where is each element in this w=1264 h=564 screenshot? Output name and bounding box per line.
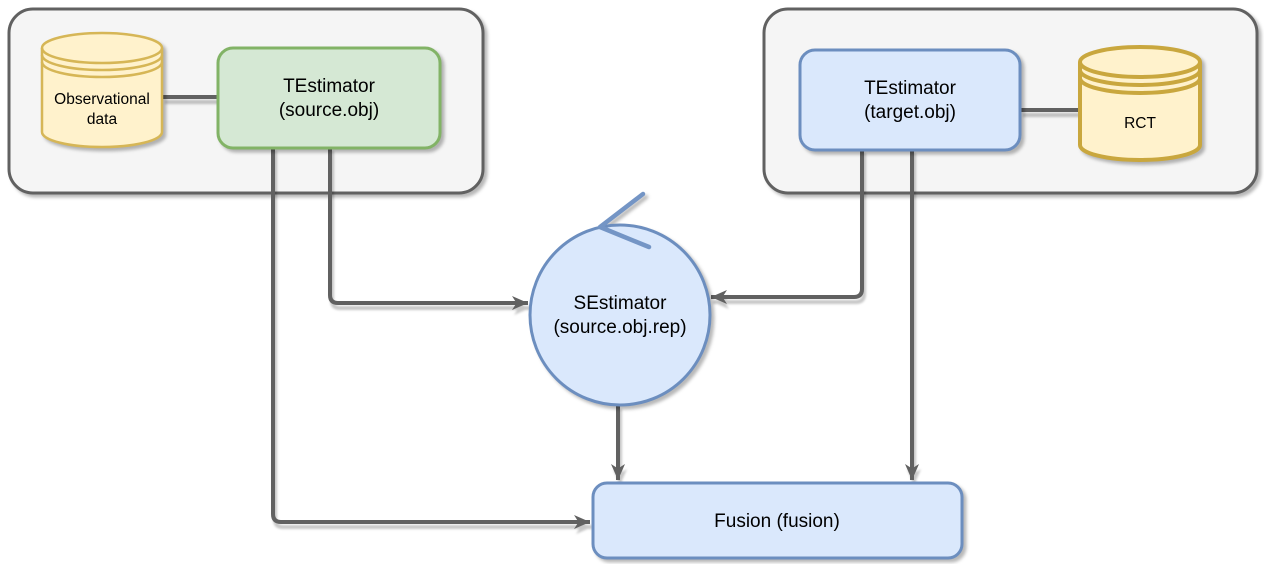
sestimator-node bbox=[528, 223, 712, 407]
testimator-target-label-line1: TEstimator bbox=[864, 78, 957, 99]
observational-database-shape bbox=[40, 31, 164, 149]
rct-database-label: RCT bbox=[1124, 115, 1156, 132]
sestimator-label-line2: (source.obj.rep) bbox=[553, 317, 686, 338]
fusion-node bbox=[591, 481, 964, 560]
testimator-target-label-line2: (target.obj) bbox=[864, 102, 956, 123]
testimator-target-node bbox=[798, 48, 1022, 152]
rct-database-shape bbox=[1078, 45, 1202, 162]
observational-database-label-line1: Observational bbox=[54, 91, 150, 108]
testimator-source-node bbox=[216, 46, 442, 150]
observational-database-label-line2: data bbox=[87, 111, 118, 128]
edge-source-to-fusion bbox=[271, 146, 590, 529]
rct-database-ridges bbox=[1078, 61, 1202, 95]
fusion-label: Fusion (fusion) bbox=[714, 511, 840, 532]
testimator-source-label-line1: TEstimator bbox=[283, 76, 376, 97]
edge-source-to-sestimator bbox=[328, 146, 528, 310]
observational-database-ridges bbox=[40, 47, 164, 79]
observational-database-node bbox=[40, 31, 164, 149]
sestimator-label-line1: SEstimator bbox=[574, 293, 668, 314]
rct-database-node bbox=[1078, 45, 1202, 162]
edge-target-to-sestimator bbox=[711, 148, 864, 304]
self-loop-arrow-icon bbox=[597, 191, 652, 250]
testimator-source-label-line2: (source.obj) bbox=[279, 100, 379, 121]
